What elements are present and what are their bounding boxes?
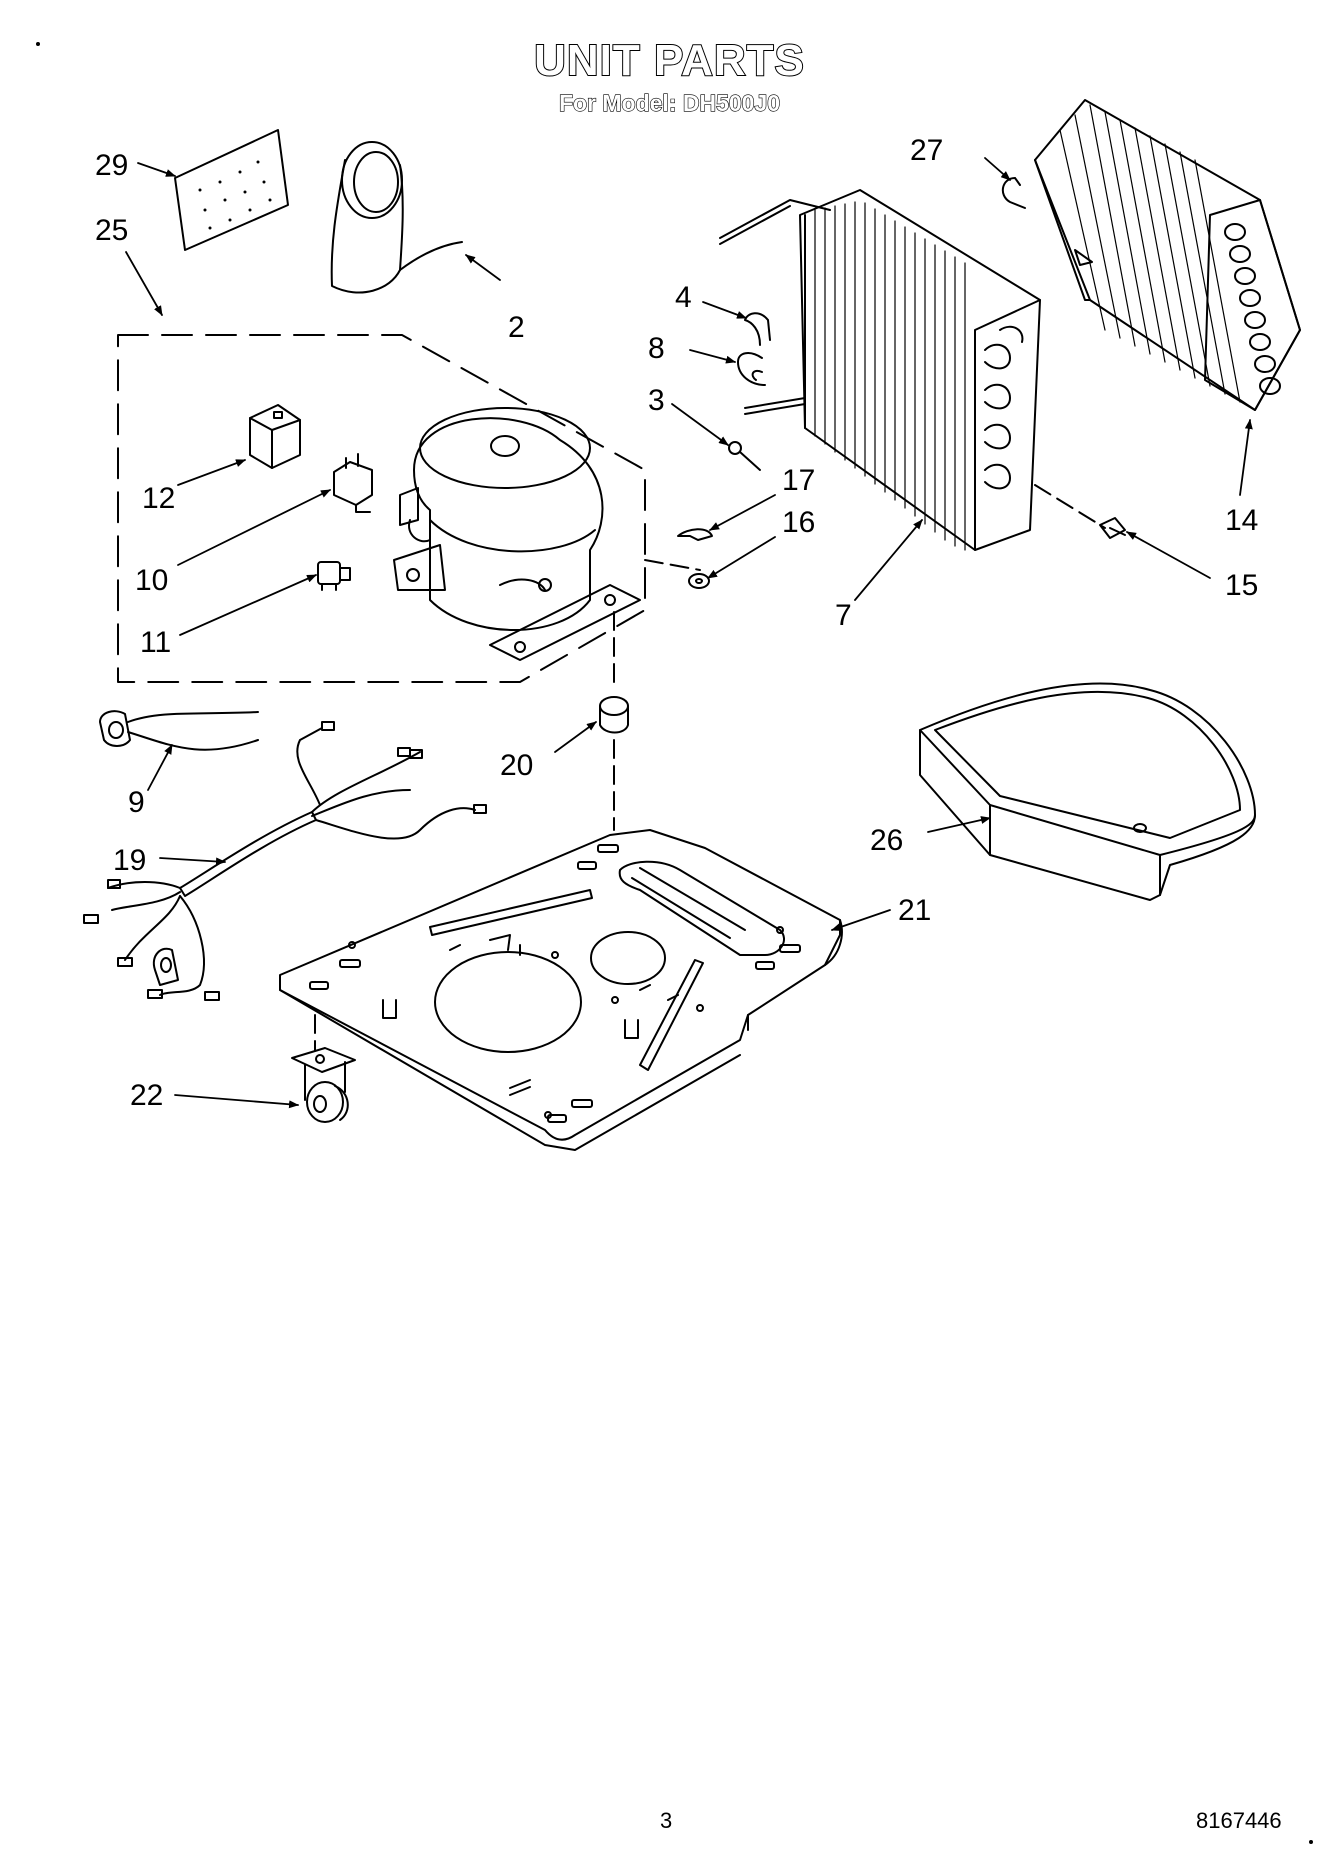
leader-12: [177, 459, 246, 486]
callout-29: 29: [95, 149, 128, 182]
leader-4: [702, 301, 747, 319]
assembly-boundary-25: [117, 334, 646, 683]
callout-27: 27: [910, 134, 943, 167]
leader-8: [689, 349, 736, 364]
leader-22: [174, 1094, 299, 1109]
part-8-clamp: [737, 352, 766, 386]
part-15-fitting: [1099, 517, 1126, 539]
leader-25: [125, 251, 163, 316]
part-20-grommet: [599, 696, 629, 734]
part-compressor: [393, 407, 641, 661]
part-29-grille-panel: [174, 129, 289, 251]
callout-7: 7: [835, 599, 852, 632]
part-9-power-cord: [99, 710, 259, 751]
leader-9: [147, 744, 173, 791]
part-21-base-plate: [279, 829, 843, 1151]
part-11-overload: [317, 561, 351, 591]
callout-15: 15: [1225, 569, 1258, 602]
part-16-washer: [688, 573, 710, 589]
leader-11: [179, 574, 317, 636]
part-19-wire-harness: [83, 721, 487, 1001]
leader-7: [854, 519, 923, 601]
callout-21: 21: [898, 894, 931, 927]
corner-dot: [1309, 1840, 1313, 1844]
part-10-relay: [333, 453, 373, 513]
callout-11: 11: [140, 626, 171, 659]
part-27-clip: [1001, 177, 1026, 209]
callout-8: 8: [648, 332, 665, 365]
leader-3: [671, 403, 729, 446]
callout-9: 9: [128, 786, 145, 819]
leader-2: [465, 254, 501, 281]
callout-16: 16: [782, 506, 815, 539]
part-2-duct: [330, 141, 463, 294]
leader-19: [159, 857, 226, 866]
callout-2: 2: [508, 311, 525, 344]
callout-26: 26: [870, 824, 903, 857]
leader-27: [984, 157, 1011, 181]
model-subtitle: For Model: DH500J0: [558, 89, 781, 116]
callout-10: 10: [135, 564, 168, 597]
corner-dot: [36, 42, 40, 46]
leader-10: [177, 489, 331, 566]
leader-15: [1126, 531, 1211, 579]
callout-19: 19: [113, 844, 146, 877]
document-code: 8167446: [1196, 1808, 1282, 1833]
callout-14: 14: [1225, 504, 1258, 537]
part-22-caster: [291, 1047, 356, 1123]
callout-17: 17: [782, 464, 815, 497]
callout-20: 20: [500, 749, 533, 782]
page-title: UNIT PARTS: [533, 35, 805, 86]
part-7-condenser-coil: [719, 189, 1041, 551]
leader-26: [927, 816, 991, 833]
coil-bends: [984, 325, 1024, 490]
callout-3: 3: [648, 384, 665, 417]
callout-4: 4: [675, 281, 692, 314]
guide-line: [1034, 484, 1106, 529]
part-12-relay-cover: [249, 404, 301, 469]
page-number: 3: [660, 1808, 673, 1833]
leader-21: [831, 909, 891, 931]
leader-14: [1239, 419, 1253, 496]
callout-25: 25: [95, 214, 128, 247]
evap-coil-bends: [1224, 223, 1281, 395]
guide-line: [644, 559, 701, 571]
leader-20: [554, 721, 597, 753]
part-26-drip-tray: [919, 682, 1256, 901]
part-4-clamp: [744, 312, 771, 346]
part-17-clip: [677, 528, 713, 541]
leader-16: [707, 536, 776, 579]
part-14-evaporator-coil: [1034, 99, 1301, 411]
callout-12: 12: [142, 482, 175, 515]
callout-22: 22: [130, 1079, 163, 1112]
leader-17: [709, 494, 776, 531]
part-3-screw: [728, 441, 761, 471]
leader-29: [137, 162, 176, 177]
